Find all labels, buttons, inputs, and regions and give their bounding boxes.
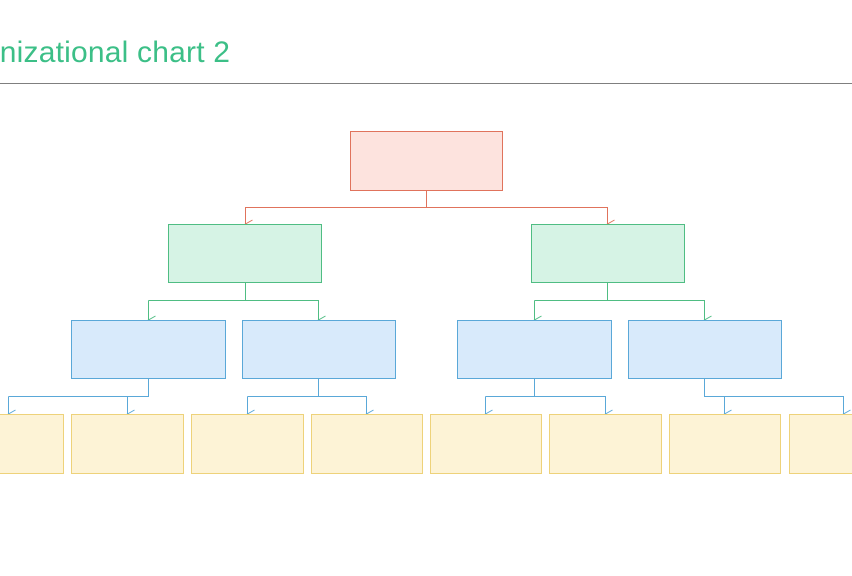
node-box	[789, 414, 852, 474]
connector-root	[426, 207, 615, 229]
org-node-level3	[311, 414, 423, 474]
connector-level2	[485, 378, 535, 397]
connector-level1	[534, 282, 608, 301]
node-box	[191, 414, 304, 474]
node-box	[457, 320, 612, 379]
node-box	[71, 320, 226, 379]
node-box	[242, 320, 396, 379]
connector-level1	[148, 282, 246, 301]
org-node-level1	[531, 224, 685, 283]
connector-level2	[534, 396, 613, 419]
connector-level2	[318, 396, 374, 419]
org-node-level3	[669, 414, 781, 474]
org-node-level3	[549, 414, 662, 474]
connectors	[7, 190, 851, 419]
node-box	[350, 131, 503, 191]
org-node-level2	[457, 320, 612, 379]
org-node-root	[350, 131, 503, 191]
node-box	[311, 414, 423, 474]
org-node-level1	[168, 224, 322, 283]
page-title: ganizational chart 2	[0, 36, 231, 69]
org-node-level3	[191, 414, 304, 474]
connector-level2	[247, 378, 319, 397]
connector-level2	[724, 396, 851, 419]
org-node-level2	[71, 320, 226, 379]
org-node-level3	[0, 414, 64, 474]
org-node-level2	[242, 320, 396, 379]
org-node-level3	[430, 414, 542, 474]
node-box	[628, 320, 782, 379]
org-node-level3	[789, 414, 852, 474]
connector-level2	[8, 378, 149, 397]
node-box	[531, 224, 685, 283]
node-box	[0, 414, 64, 474]
title-divider	[0, 83, 852, 84]
node-box	[669, 414, 781, 474]
connector-level2	[704, 378, 725, 397]
org-node-level3	[71, 414, 184, 474]
connector-level1	[607, 300, 712, 325]
node-box	[71, 414, 184, 474]
connector-level1	[245, 300, 326, 325]
org-node-level2	[628, 320, 782, 379]
node-box	[168, 224, 322, 283]
node-box	[549, 414, 662, 474]
connector-root	[245, 190, 427, 224]
node-box	[430, 414, 542, 474]
